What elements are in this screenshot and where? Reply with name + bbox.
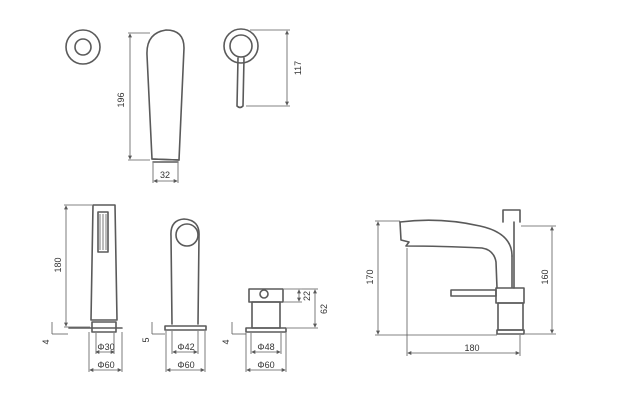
dim-196: 196 <box>116 92 126 107</box>
spout-side-view <box>151 218 207 372</box>
dim-phi48: Φ48 <box>257 342 274 352</box>
dim-170: 170 <box>365 269 375 284</box>
mixer-side-view <box>375 209 556 356</box>
valve-body-view <box>231 288 318 372</box>
dim-phi60-spout: Φ60 <box>177 360 194 370</box>
dim-160: 160 <box>540 269 550 284</box>
dim-phi60-hand-shower: Φ60 <box>97 360 114 370</box>
dim-phi60-valve: Φ60 <box>257 360 274 370</box>
lever-front-view <box>223 28 290 109</box>
dim-62: 62 <box>319 304 329 314</box>
dim-4-hand-shower: 4 <box>41 339 51 344</box>
spout-top-view <box>128 29 185 183</box>
dim-phi42: Φ42 <box>177 342 194 352</box>
dim-5-spout: 5 <box>141 337 151 342</box>
dim-117: 117 <box>293 61 303 75</box>
dim-phi30: Φ30 <box>97 342 114 352</box>
hand-shower-view <box>51 204 123 372</box>
dim-180-hand-shower: 180 <box>53 257 63 272</box>
dim-22: 22 <box>302 291 312 301</box>
dim-180-mixer: 180 <box>464 343 479 353</box>
dim-32: 32 <box>160 170 170 180</box>
escutcheon-plate-view <box>65 29 101 65</box>
dim-4-valve: 4 <box>221 339 231 344</box>
